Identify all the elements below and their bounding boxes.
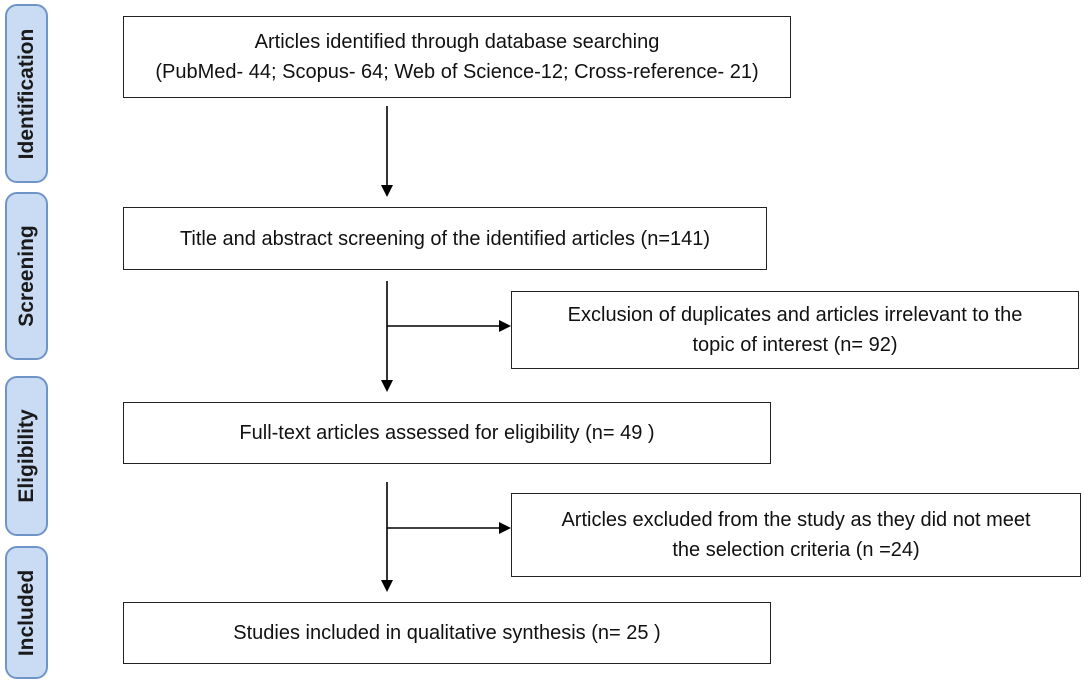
box-excluded-duplicates: Exclusion of duplicates and articles irr… xyxy=(511,291,1079,369)
stage-identification: Identification xyxy=(5,4,48,183)
stage-eligibility: Eligibility xyxy=(5,376,48,536)
box-excluded-criteria-line2: the selection criteria (n =24) xyxy=(672,539,920,561)
box-included-line1: Studies included in qualitative synthesi… xyxy=(233,622,661,644)
box-excluded-duplicates-line2: topic of interest (n= 92) xyxy=(692,334,898,356)
box-excluded-criteria-line1: Articles excluded from the study as they… xyxy=(561,509,1031,531)
stage-screening: Screening xyxy=(5,192,48,360)
stage-included: Included xyxy=(5,546,48,679)
box-excluded-duplicates-line1: Exclusion of duplicates and articles irr… xyxy=(567,304,1023,326)
box-identified-line1: Articles identified through database sea… xyxy=(254,31,660,53)
box-excluded-criteria: Articles excluded from the study as they… xyxy=(511,493,1081,577)
box-identified-line2: (PubMed- 44; Scopus- 64; Web of Science-… xyxy=(155,61,759,83)
box-studies-included: Studies included in qualitative synthesi… xyxy=(123,602,771,664)
box-identified-articles: Articles identified through database sea… xyxy=(123,16,791,98)
box-full-text-assessed: Full-text articles assessed for eligibil… xyxy=(123,402,771,464)
box-title-abstract-screening: Title and abstract screening of the iden… xyxy=(123,207,767,270)
box-screening-line1: Title and abstract screening of the iden… xyxy=(179,227,711,250)
box-full-text-line1: Full-text articles assessed for eligibil… xyxy=(239,422,655,444)
